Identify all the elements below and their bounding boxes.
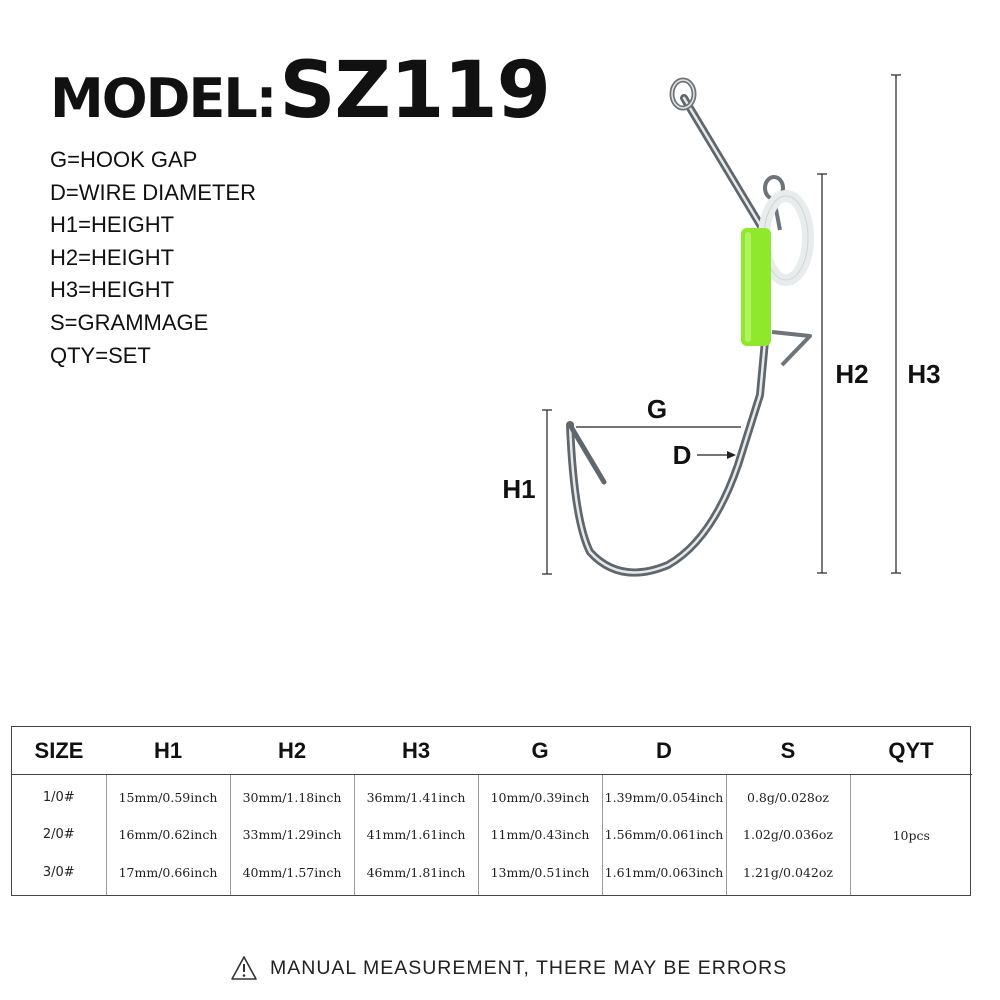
legend-item-s: S=GRAMMAGE <box>50 309 209 335</box>
h1-dimension-line <box>542 409 552 575</box>
table-cell: 1.39mm/0.054inch <box>604 790 724 806</box>
qty-cell: 10pcs <box>849 774 972 895</box>
table-cell: 46mm/1.81inch <box>366 864 466 880</box>
table-cell: 1/0# <box>42 790 75 806</box>
d-column: 1.39mm/0.054inch 1.56mm/0.061inch 1.61mm… <box>603 779 726 891</box>
table-cell: 3/0# <box>42 864 75 880</box>
col-header-s: S <box>726 727 850 775</box>
h3-column: 36mm/1.41inch 41mm/1.61inch 46mm/1.81inc… <box>355 779 478 891</box>
legend-item-h3: H3=HEIGHT <box>50 277 175 303</box>
table-cell: 40mm/1.57inch <box>242 864 342 880</box>
fishing-hook-illustration <box>566 77 814 577</box>
table-cell: 33mm/1.29inch <box>242 827 342 843</box>
label-h2: H2 <box>835 359 868 389</box>
label-h3: H3 <box>907 359 940 389</box>
table-cell: 17mm/0.66inch <box>118 864 218 880</box>
model-number: SZ119 <box>279 46 551 136</box>
table-cell: 16mm/0.62inch <box>118 827 218 843</box>
table-cell: 1.61mm/0.063inch <box>604 864 724 880</box>
measurement-note-text: MANUAL MEASUREMENT, THERE MAY BE ERRORS <box>270 956 788 979</box>
measurement-note: MANUAL MEASUREMENT, THERE MAY BE ERRORS <box>230 955 787 981</box>
s-column: 0.8g/0.028oz 1.02g/0.036oz 1.21g/0.042oz <box>727 779 850 891</box>
legend-item-h1: H1=HEIGHT <box>50 212 175 238</box>
size-column: 1/0# 2/0# 3/0# <box>12 779 106 891</box>
table-cell: 1.56mm/0.061inch <box>604 827 724 843</box>
dimension-legend: G=HOOK GAP D=WIRE DIAMETER H1=HEIGHT H2=… <box>50 144 256 372</box>
g-column: 10mm/0.39inch 11mm/0.43inch 13mm/0.51inc… <box>479 779 602 891</box>
label-d: D <box>673 440 692 470</box>
col-header-d: D <box>602 727 726 775</box>
col-header-h3: H3 <box>354 727 478 775</box>
table-cell: 41mm/1.61inch <box>366 827 466 843</box>
table-cell: 10mm/0.39inch <box>490 790 590 806</box>
legend-item-g: G=HOOK GAP <box>50 147 198 172</box>
table-cell: 36mm/1.41inch <box>366 790 466 806</box>
table-cell: 11mm/0.43inch <box>490 827 590 843</box>
col-header-h2: H2 <box>230 727 354 775</box>
warning-icon <box>231 956 257 980</box>
spec-table: SIZE H1 H2 H3 G D S QYT 1/0# 2/0# 3/0# 1… <box>11 726 972 896</box>
h3-dimension-line <box>891 74 901 574</box>
table-row: 1/0# 2/0# 3/0# 15mm/0.59inch 16mm/0.62in… <box>12 774 972 895</box>
legend-item-h2: H2=HEIGHT <box>50 244 175 270</box>
h2-dimension-line <box>817 173 827 574</box>
legend-item-d: D=WIRE DIAMETER <box>50 179 256 205</box>
table-cell: 2/0# <box>42 827 75 843</box>
col-header-g: G <box>478 727 602 775</box>
h2-column: 30mm/1.18inch 33mm/1.29inch 40mm/1.57inc… <box>231 779 354 891</box>
table-cell: 13mm/0.51inch <box>490 864 590 880</box>
table-cell: 30mm/1.18inch <box>242 790 342 806</box>
table-cell: 0.8g/0.028oz <box>747 790 829 806</box>
col-header-h1: H1 <box>106 727 230 775</box>
model-label: MODEL: <box>50 67 277 130</box>
table-cell: 1.21g/0.042oz <box>743 864 833 880</box>
table-cell: 15mm/0.59inch <box>118 790 218 806</box>
col-header-size: SIZE <box>12 727 106 775</box>
model-title: MODEL:SZ119 <box>50 46 551 136</box>
legend-item-qty: QTY=SET <box>50 342 151 368</box>
label-g: G <box>647 394 667 424</box>
col-header-qty: QYT <box>850 727 972 775</box>
table-cell: 1.02g/0.036oz <box>743 827 833 843</box>
h1-column: 15mm/0.59inch 16mm/0.62inch 17mm/0.66inc… <box>107 779 230 891</box>
table-header-row: SIZE H1 H2 H3 G D S QYT <box>12 727 972 775</box>
label-h1: H1 <box>502 474 535 504</box>
